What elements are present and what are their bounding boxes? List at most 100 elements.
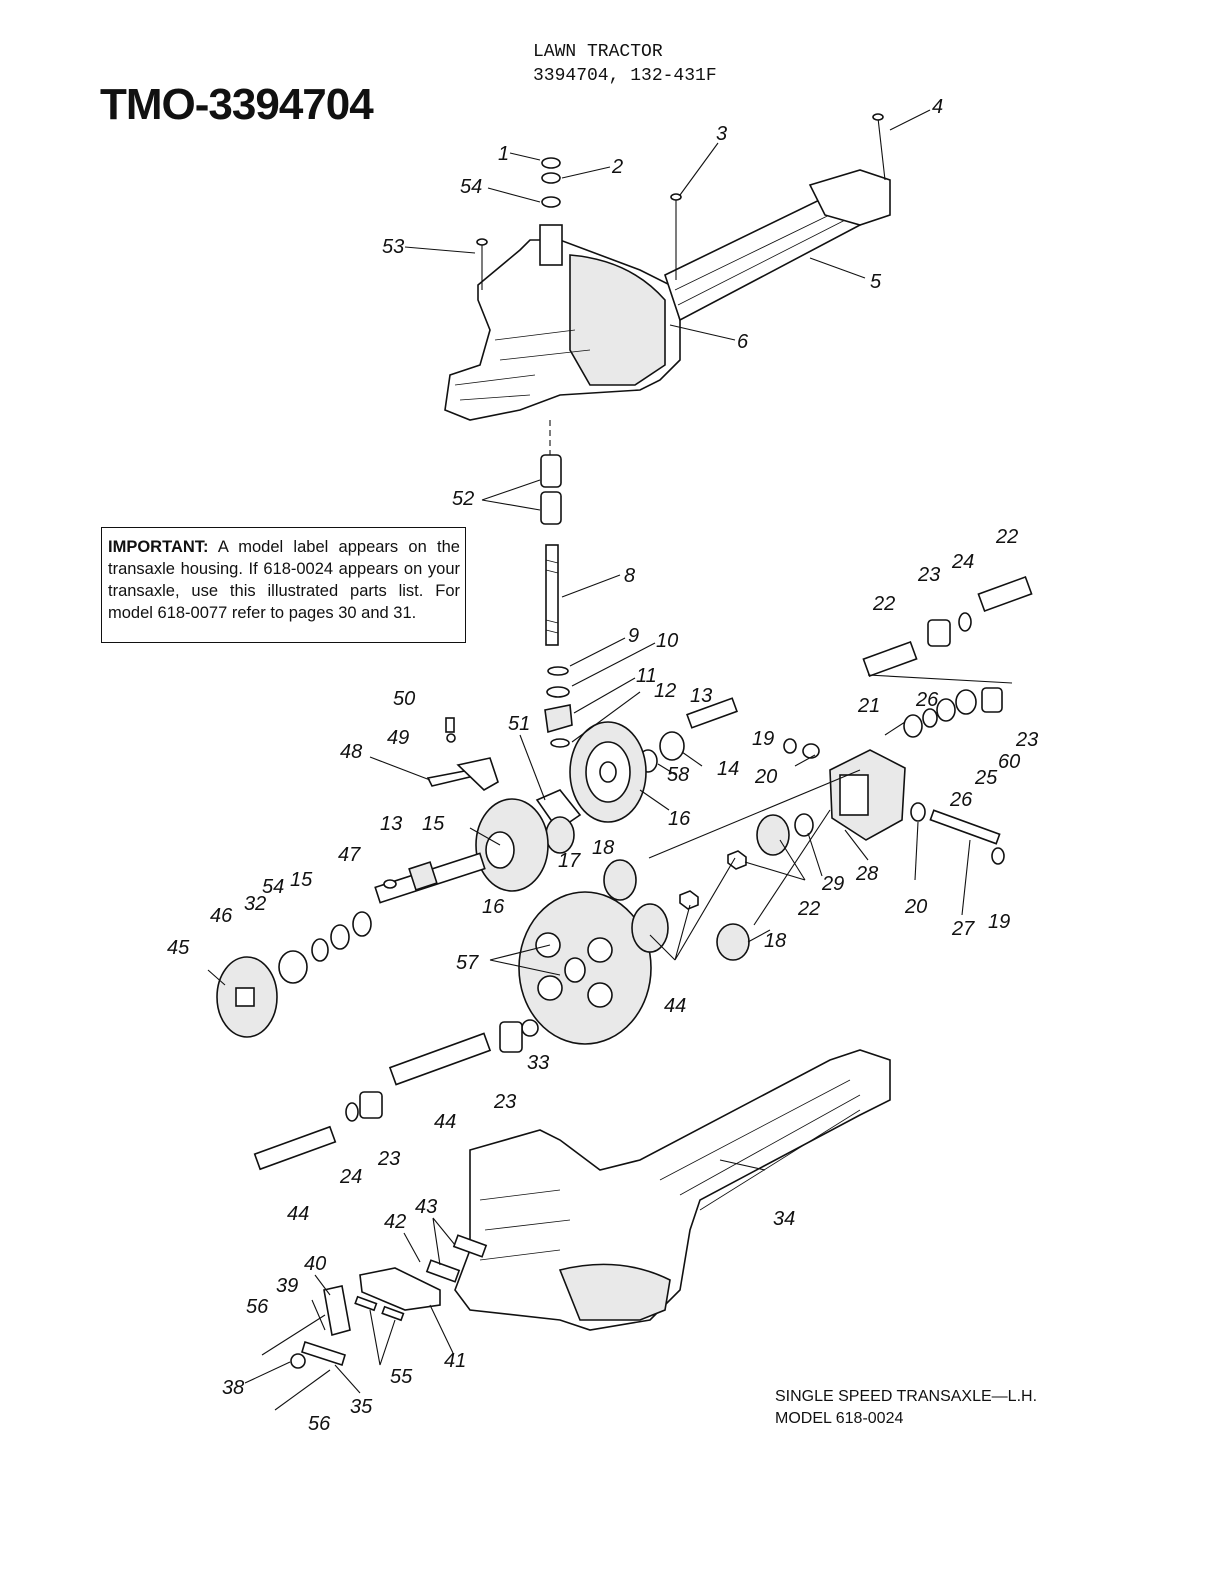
bolt-part-3 bbox=[670, 193, 682, 280]
header: LAWN TRACTOR 3394704, 132-431F bbox=[533, 40, 717, 88]
bolt-part-56-lower bbox=[274, 1369, 331, 1411]
header-title: LAWN TRACTOR bbox=[533, 42, 663, 62]
header-model-numbers: 3394704, 132-431F bbox=[533, 66, 717, 86]
document-id: TMO-3394704 bbox=[100, 80, 374, 129]
callout-29: 29 bbox=[821, 873, 844, 895]
bushing-part-23-right-outer bbox=[981, 687, 1003, 713]
bevel-gear-part-18-right bbox=[716, 923, 750, 961]
axle-tube-part-5 bbox=[664, 169, 891, 322]
leader-lines bbox=[207, 109, 1013, 1394]
callout-35: 35 bbox=[350, 1396, 373, 1418]
ring-part-24-right bbox=[958, 612, 972, 632]
callout-40: 40 bbox=[304, 1253, 326, 1275]
clip-part-12 bbox=[550, 738, 570, 748]
upper-housing-part-6 bbox=[444, 224, 681, 421]
axle-part-22-right bbox=[862, 575, 1033, 678]
callout-16-lower: 16 bbox=[482, 896, 505, 918]
callout-18-right: 18 bbox=[764, 930, 786, 952]
bracket-part-40 bbox=[323, 1285, 351, 1337]
washer-part-20-upper bbox=[802, 743, 820, 759]
callout-25: 25 bbox=[974, 767, 998, 789]
callout-57: 57 bbox=[456, 952, 479, 974]
callout-44-lower: 44 bbox=[287, 1203, 309, 1225]
callout-19-upper: 19 bbox=[752, 728, 774, 750]
callout-50: 50 bbox=[393, 688, 415, 710]
callout-26-upper: 26 bbox=[915, 689, 939, 711]
bolt-part-4 bbox=[872, 113, 886, 181]
ring-part-24-lower bbox=[345, 1102, 359, 1122]
washers-parts-15-54-32 bbox=[311, 911, 372, 962]
callout-19-lower: 19 bbox=[988, 911, 1010, 933]
callout-18-left: 18 bbox=[592, 837, 614, 859]
callout-58: 58 bbox=[667, 764, 689, 786]
callout-46: 46 bbox=[210, 905, 233, 927]
bearing-part-14 bbox=[659, 731, 685, 761]
callout-23-right: 23 bbox=[1015, 729, 1038, 751]
pins-part-55 bbox=[354, 1295, 405, 1322]
callout-14: 14 bbox=[717, 758, 739, 780]
callout-60: 60 bbox=[998, 751, 1020, 773]
gear-part-22-center bbox=[756, 814, 790, 856]
callout-47: 47 bbox=[338, 844, 361, 866]
spring-part-50 bbox=[445, 717, 455, 733]
bevel-gear-part-18 bbox=[603, 859, 637, 901]
bushing-part-52 bbox=[540, 420, 562, 525]
spacer-part-33 bbox=[521, 1019, 539, 1037]
callout-24-top: 24 bbox=[951, 551, 974, 573]
bushing-part-23-right bbox=[927, 619, 951, 647]
washers-parts-25-26-60 bbox=[903, 689, 977, 738]
callout-53: 53 bbox=[382, 236, 404, 258]
callout-15-lower: 15 bbox=[290, 869, 313, 891]
callout-32: 32 bbox=[244, 893, 266, 915]
callout-8: 8 bbox=[624, 565, 635, 587]
callout-23-center: 23 bbox=[493, 1091, 516, 1113]
callout-54-mid: 54 bbox=[262, 876, 284, 898]
washer-part-20 bbox=[910, 802, 926, 822]
washer-part-19-upper bbox=[783, 738, 797, 754]
callout-49: 49 bbox=[387, 727, 409, 749]
callout-38: 38 bbox=[222, 1377, 244, 1399]
callout-54-top: 54 bbox=[460, 176, 482, 198]
callout-44-mid: 44 bbox=[434, 1111, 456, 1133]
callout-23-lower: 23 bbox=[377, 1148, 400, 1170]
bolt-part-56-upper bbox=[261, 1314, 326, 1356]
callout-15-upper: 15 bbox=[422, 813, 445, 835]
notice-text: A model label appears on the transaxle h… bbox=[108, 538, 460, 622]
callout-44-center: 44 bbox=[664, 995, 686, 1017]
callout-41: 41 bbox=[444, 1350, 466, 1372]
notice-label: IMPORTANT: bbox=[108, 538, 209, 556]
bushing-part-23-center bbox=[499, 1021, 523, 1053]
callout-34: 34 bbox=[773, 1208, 795, 1230]
washer-part-19 bbox=[991, 847, 1005, 865]
caption-model: MODEL 618-0024 bbox=[775, 1410, 904, 1427]
callout-4: 4 bbox=[932, 96, 943, 118]
callout-20-lower: 20 bbox=[904, 896, 927, 918]
nuts-part-22 bbox=[679, 850, 747, 910]
bevel-gear-part-16 bbox=[569, 721, 647, 823]
callout-11: 11 bbox=[636, 665, 657, 687]
callout-56-upper: 56 bbox=[246, 1296, 269, 1318]
pinion-gear-part-11 bbox=[544, 704, 573, 734]
callout-5: 5 bbox=[870, 271, 882, 293]
callout-48: 48 bbox=[340, 741, 362, 763]
spring-part-39 bbox=[311, 1299, 326, 1331]
callout-labels: 1 2 54 3 4 53 5 6 52 8 9 10 11 12 13 50 … bbox=[167, 96, 1038, 1435]
shift-rod-part-48 bbox=[426, 757, 499, 791]
callout-17: 17 bbox=[558, 850, 581, 872]
differential-carrier-part-28 bbox=[829, 749, 906, 841]
countershaft-part-13 bbox=[374, 852, 486, 904]
cross-shaft-part-27 bbox=[929, 809, 1001, 845]
washer-part-1 bbox=[541, 157, 561, 169]
callout-22-lower: 22 bbox=[797, 898, 820, 920]
callout-9: 9 bbox=[628, 625, 639, 647]
shift-lever-part-41 bbox=[359, 1267, 441, 1311]
lower-housing-part-34 bbox=[454, 1049, 891, 1331]
callout-22-top: 22 bbox=[995, 526, 1018, 548]
callout-21: 21 bbox=[857, 695, 880, 717]
collar-part-51 bbox=[535, 789, 582, 832]
callout-20-upper: 20 bbox=[754, 766, 777, 788]
diagram-caption: SINGLE SPEED TRANSAXLE—L.H. MODEL 618-00… bbox=[775, 1386, 1037, 1430]
spur-gear-part-57 bbox=[518, 891, 652, 1045]
callout-6: 6 bbox=[737, 331, 749, 353]
